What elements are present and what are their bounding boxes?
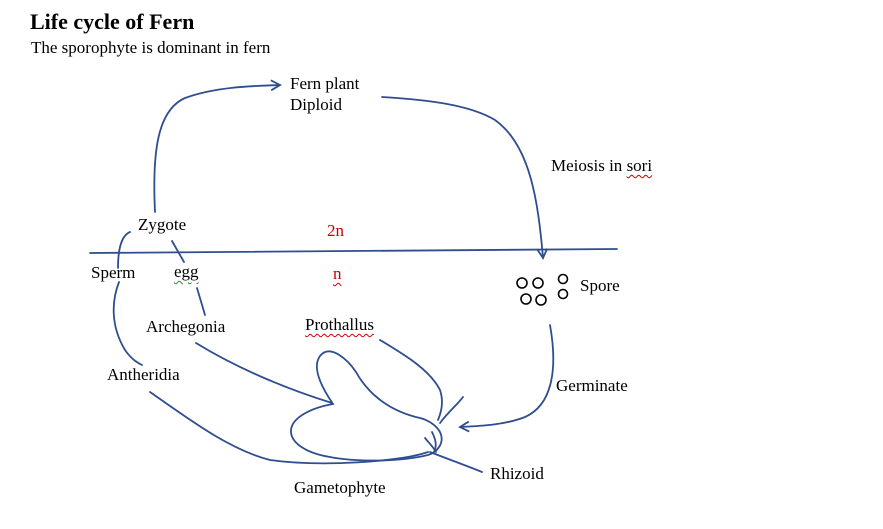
prothallus-pointer-line [379,339,443,421]
ploidy-divider-line [89,248,618,254]
diagram-title: Life cycle of Fern [30,9,195,34]
label-archegonia: Archegonia [146,317,226,336]
label-zygote: Zygote [138,215,187,234]
egg-to-archegonia-line [196,287,206,316]
label-spore: Spore [580,276,620,295]
label-diploid-phase: 2n [327,221,344,240]
rhizoid-pointer-line [429,451,483,473]
label-antheridia: Antheridia [107,365,180,384]
meiosis-arrow [381,96,549,260]
spore-circle [557,288,569,300]
label-prothallus: Prothallus [305,315,374,334]
label-fern-plant: Fern plant [290,74,360,93]
label-gametophyte: Gametophyte [294,478,386,497]
label-meiosis: Meiosis in sori [551,156,652,176]
label-meiosis-word: sori [626,156,653,175]
label-haploid-phase: n [333,264,342,283]
label-diploid: Diploid [290,95,342,114]
sperm-to-antheridia-line [112,281,143,366]
spore-circle [520,293,532,305]
spore-circle [516,277,528,289]
rhizoid-squiggle [439,396,464,424]
antheridia-to-gametophyte-line [149,391,429,465]
label-sperm: Sperm [91,263,136,282]
sperm-to-zygote-line [117,231,131,269]
spore-circle [557,273,569,285]
gametophyte-heart-shape [290,350,443,462]
label-germinate: Germinate [556,376,628,395]
egg-to-zygote-line [171,240,185,263]
rhizoid-squiggle [431,431,437,453]
label-meiosis-prefix: Meiosis in [551,156,627,175]
diagram-subtitle: The sporophyte is dominant in fern [31,38,271,57]
germinate-arrow [458,324,555,433]
label-rhizoid: Rhizoid [490,464,544,483]
zygote-to-fern-arrow [153,79,282,213]
spore-circle [535,294,547,306]
label-egg: egg [174,262,199,281]
spore-circle [532,277,544,289]
rhizoid-squiggle [424,437,437,453]
archegonia-to-gametophyte-line [195,342,333,404]
